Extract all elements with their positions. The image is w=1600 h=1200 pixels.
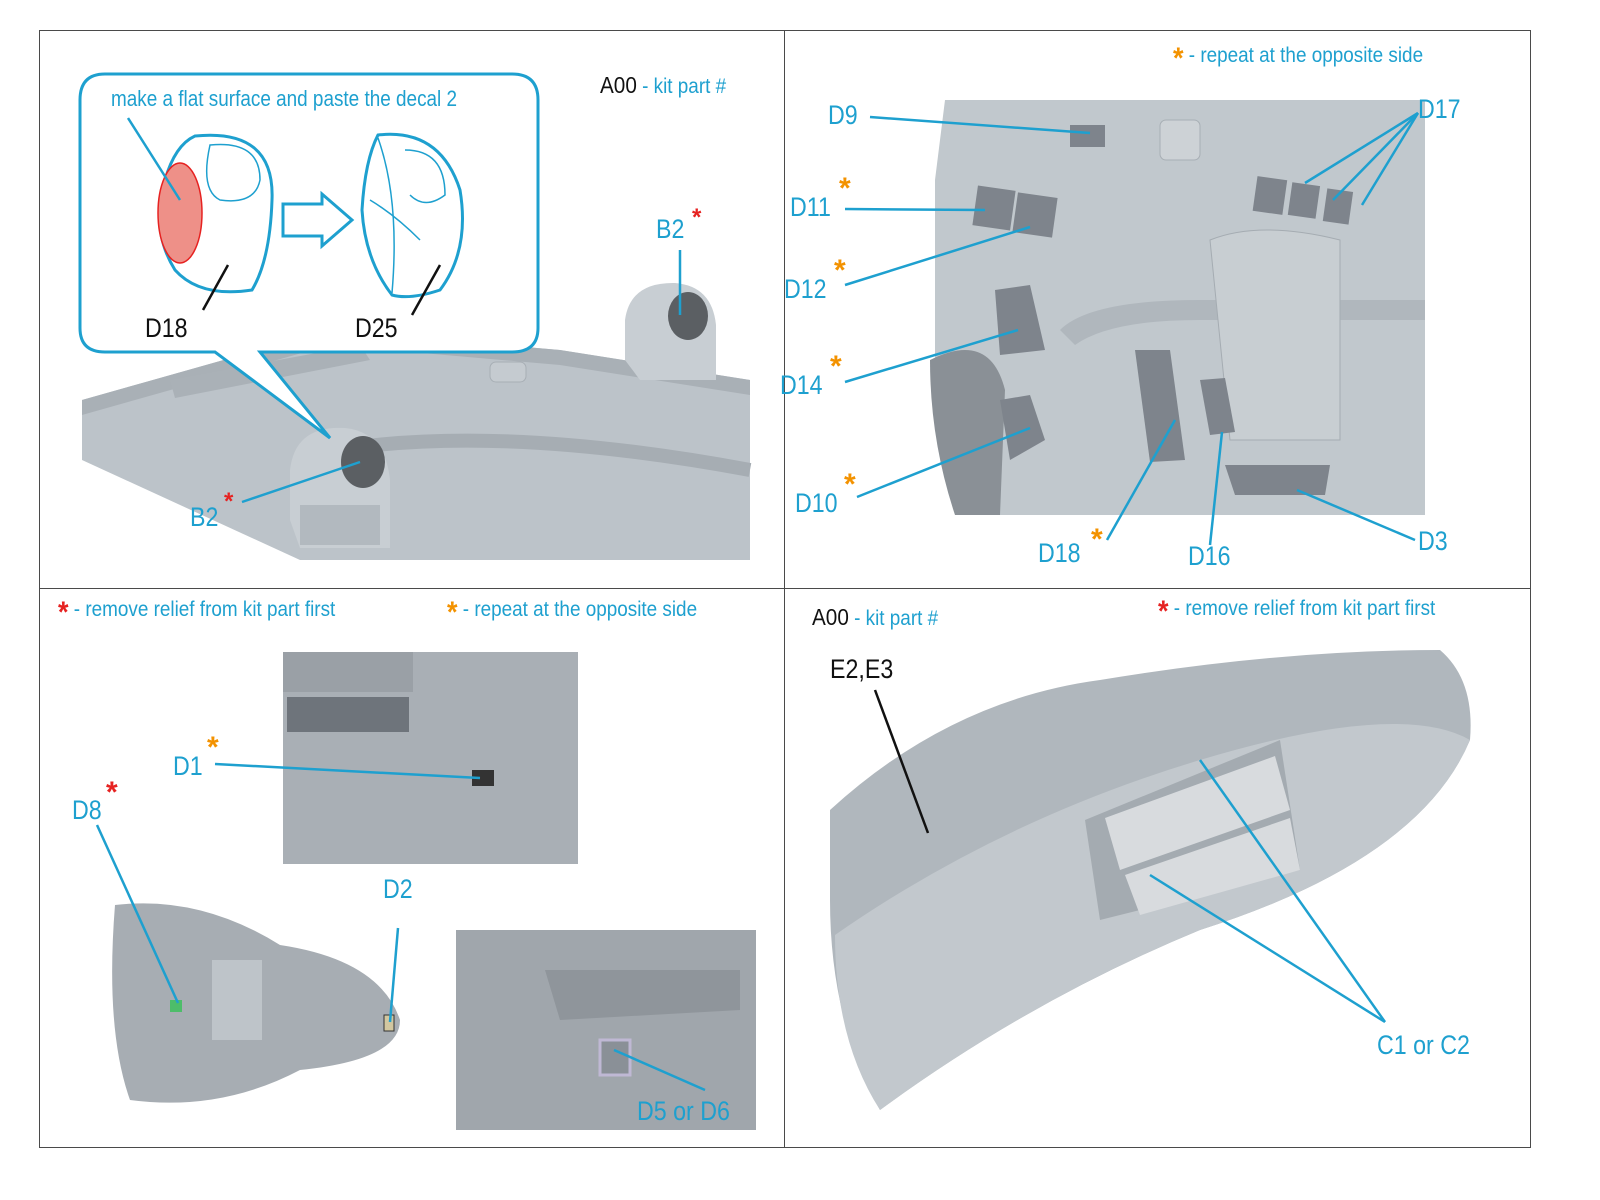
mesh-grilles (972, 125, 1354, 495)
part-label-d16: D16 (1188, 541, 1231, 571)
instruction-sheet-frame (39, 30, 1531, 1148)
panel-canopy-sensors: make a flat surface and paste the decal … (0, 0, 784, 588)
asterisk-red-icon: * (1158, 595, 1169, 628)
asterisk-orange-icon: * (830, 350, 842, 383)
asterisk-orange-icon: * (1091, 523, 1103, 556)
remove-relief-star: * (692, 204, 702, 231)
callout-instruction: make a flat surface and paste the decal … (111, 86, 458, 111)
panel-fuselage-grilles: * - repeat at the opposite side D9 D17 D… (0, 0, 1600, 588)
arrow-icon (281, 190, 355, 250)
remove-relief-text: - remove relief from kit part first (1173, 597, 1436, 620)
horizontal-divider (39, 588, 1531, 589)
legend-repeat-opposite: * - repeat at the opposite side (1173, 44, 1423, 74)
sensor-dome-far (625, 282, 716, 380)
legend-remove-relief: * - remove relief from kit part first (1158, 597, 1435, 627)
part-label-d11: D11 (790, 192, 831, 222)
panel1-illustration (78, 72, 752, 560)
leader-lines (844, 111, 1420, 546)
repeat-opposite-text: - repeat at the opposite side (1188, 44, 1424, 67)
legend-kit-part: A00 - kit part # (812, 604, 939, 630)
part-label-d18b: D18 (1038, 538, 1081, 568)
panel2-illustration (844, 100, 1425, 546)
kit-part-code: A00 (600, 72, 637, 98)
part-label-d25: D25 (355, 313, 398, 343)
part-label-d3: D3 (1418, 526, 1448, 556)
asterisk-orange-icon: * (1173, 42, 1184, 75)
part-label-b2-near: B2 (190, 502, 219, 532)
part-label-d14: D14 (780, 370, 823, 400)
remove-relief-star: * (224, 488, 234, 515)
part-label-c1-c2: C1 or C2 (1377, 1030, 1470, 1060)
sensor-dome-near (290, 427, 390, 548)
flat-surface-highlight (157, 162, 203, 264)
legend-remove-relief: * - remove relief from kit part first (58, 598, 335, 628)
asterisk-orange-icon: * (844, 468, 856, 501)
asterisk-red-icon: * (58, 596, 69, 629)
panel-pod-grilles: A00 - kit part # * - remove relief from … (812, 597, 1471, 1110)
part-label-d5-d6: D5 or D6 (637, 1096, 730, 1126)
part-label-d17: D17 (1418, 94, 1461, 124)
kit-label-e2-e3: E2,E3 (830, 654, 894, 684)
panel-details-d1-d8: * - remove relief from kit part first * … (0, 0, 784, 1148)
part-label-d10: D10 (795, 488, 838, 518)
remove-relief-text: - remove relief from kit part first (73, 598, 336, 621)
part-label-d8: D8 (72, 795, 102, 825)
leader-lines (95, 762, 706, 1092)
asterisk-red-icon: * (106, 776, 118, 809)
asterisk-orange-icon: * (839, 172, 851, 205)
legend-repeat-opposite: * - repeat at the opposite side (447, 598, 697, 628)
legend-kit-part: A00 - kit part # (600, 72, 727, 98)
asterisk-orange-icon: * (834, 254, 846, 287)
asterisk-orange-icon: * (207, 731, 219, 764)
part-label-b2-far: B2 (656, 214, 685, 244)
repeat-opposite-text: - repeat at the opposite side (462, 598, 698, 621)
kit-part-text: - kit part # (854, 607, 939, 630)
perforated-grille (1105, 756, 1300, 915)
panel4-illustration (830, 650, 1471, 1110)
vertical-divider (784, 30, 785, 1148)
part-label-d2: D2 (383, 874, 413, 904)
pylon-photo (456, 930, 756, 1130)
part-label-d9: D9 (828, 100, 858, 130)
leader-lines (1149, 759, 1387, 1024)
dome-before-drawing (157, 133, 274, 294)
panel3-illustration (95, 652, 756, 1130)
part-label-d1: D1 (173, 751, 203, 781)
part-label-d18: D18 (145, 313, 188, 343)
asterisk-orange-icon: * (447, 596, 458, 629)
kit-part-code: A00 (812, 604, 849, 630)
part-label-d12: D12 (784, 274, 827, 304)
kit-part-text: - kit part # (642, 75, 727, 98)
